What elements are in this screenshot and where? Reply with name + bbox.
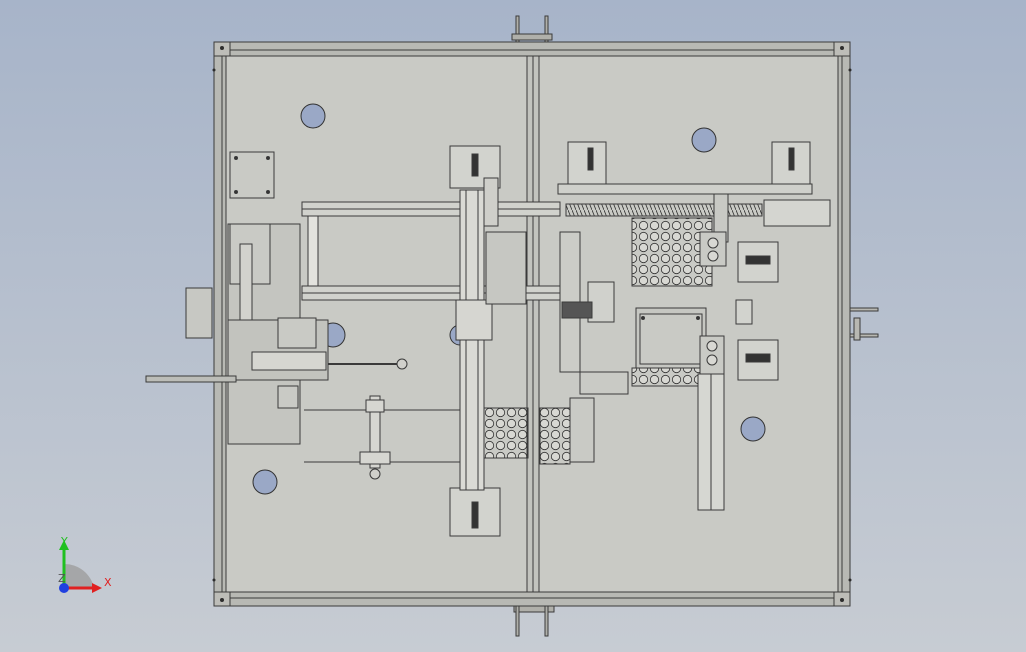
triad-label-x: X <box>104 576 112 589</box>
top-left-plate <box>229 151 275 199</box>
frame-fasteners <box>212 46 852 602</box>
vertical-linear-module[interactable] <box>449 145 527 537</box>
coordinate-triad: Y X Z <box>58 535 112 593</box>
machine-assembly-model[interactable] <box>145 15 879 637</box>
triad-shade <box>64 563 94 588</box>
belt-pulley-assembly <box>304 395 460 480</box>
triad-y-arrow <box>59 540 69 550</box>
right-actuator-box[interactable] <box>631 307 725 387</box>
top-connector-pins <box>511 15 553 45</box>
left-feeder-assembly[interactable] <box>145 223 408 445</box>
triad-x-arrow <box>92 583 102 593</box>
ball-screw-assembly[interactable] <box>557 183 831 243</box>
triad-label-z: Z <box>58 572 66 585</box>
roller-tray-side <box>539 407 571 465</box>
motor-block <box>559 231 629 395</box>
bottom-connector-pins <box>513 605 555 637</box>
roller-tray-center <box>483 407 529 459</box>
triad-z-axis-icon <box>59 583 69 593</box>
triad-label-y: Y <box>60 535 68 548</box>
right-middle-brackets <box>735 241 779 381</box>
right-connector-pins <box>849 307 879 341</box>
roller-matrix-top <box>631 217 713 287</box>
right-top-brackets <box>567 141 811 185</box>
